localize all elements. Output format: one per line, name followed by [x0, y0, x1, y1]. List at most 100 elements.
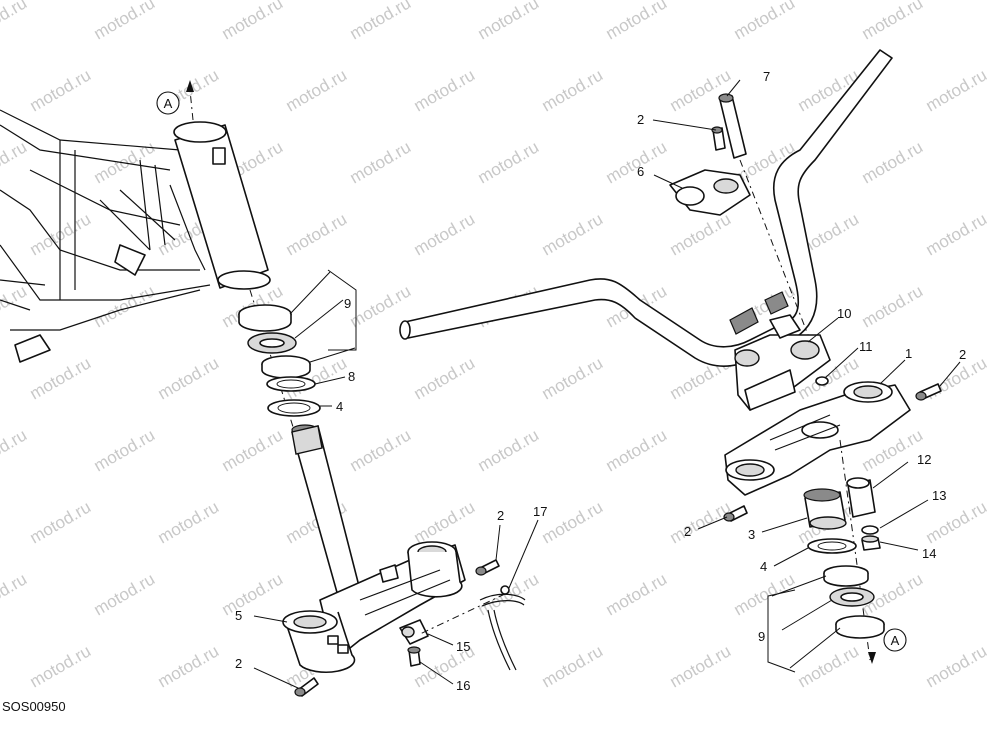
watermark-text: motod.ru — [795, 641, 863, 691]
steering-stem — [291, 424, 361, 597]
callout-2-top: 2 — [637, 112, 644, 127]
washer — [815, 376, 829, 386]
watermark-text: motod.ru — [667, 497, 735, 547]
callout-5: 5 — [235, 608, 242, 623]
watermark-text: motod.ru — [283, 65, 351, 115]
watermark-text: motod.ru — [859, 137, 927, 187]
bolt-lower-clamp — [475, 559, 500, 576]
watermark-text: motod.ru — [923, 641, 991, 691]
callout-2-right: 2 — [959, 347, 966, 362]
leader-lines — [253, 79, 961, 689]
bolt-lower-right — [723, 505, 748, 522]
watermark-text: motod.ru — [219, 569, 287, 619]
watermark-text: motod.ru — [923, 497, 991, 547]
reference-marker-a-bottom: A — [868, 628, 907, 664]
watermark-text: motod.ru — [411, 353, 479, 403]
watermark-text: motod.ru — [603, 137, 671, 187]
callout-17: 17 — [533, 504, 547, 519]
upper-triple-clamp — [724, 381, 911, 496]
watermark-text: motod.ru — [859, 0, 927, 43]
watermark-text: motod.ru — [603, 569, 671, 619]
callout-7: 7 — [763, 69, 770, 84]
watermark-text: motod.ru — [539, 497, 607, 547]
steering-axis-right — [839, 439, 871, 661]
callout-16: 16 — [456, 678, 470, 693]
watermark-text: motod.ru — [411, 65, 479, 115]
callout-2-lower-right: 2 — [684, 524, 691, 539]
watermark-text: motod.ru — [347, 0, 415, 43]
reference-marker-a-top: A — [156, 80, 194, 121]
watermark-text: motod.ru — [27, 65, 95, 115]
callout-4-left: 4 — [336, 399, 343, 414]
watermark-text: motod.ru — [539, 641, 607, 691]
watermark-text: motod.ru — [91, 569, 159, 619]
frame-assembly — [0, 109, 271, 363]
watermark-text: motod.ru — [0, 137, 30, 187]
watermark-text: motod.ru — [347, 425, 415, 475]
callout-2-clamp: 2 — [497, 508, 504, 523]
callout-9-left: 9 — [344, 296, 351, 311]
callout-6: 6 — [637, 164, 644, 179]
watermark-text: motod.ru — [539, 353, 607, 403]
callout-1: 1 — [905, 346, 912, 361]
watermark-text: motod.ru — [603, 0, 671, 43]
callout-11: 11 — [859, 339, 873, 354]
watermark-text: motod.ru — [539, 65, 607, 115]
dust-ring — [267, 399, 321, 417]
watermark-text: motod.ru — [27, 497, 95, 547]
bushing-washer — [861, 525, 879, 535]
watermark-text: motod.ru — [411, 497, 479, 547]
seal-ring — [266, 376, 316, 392]
reference-label-a-bottom: A — [891, 633, 900, 648]
bolt-upper-right — [915, 383, 942, 401]
callout-14: 14 — [922, 546, 936, 561]
watermark-text: motod.ru — [475, 425, 543, 475]
callout-15: 15 — [456, 639, 470, 654]
rubber-bushing-large — [803, 488, 847, 530]
watermark-text: motod.ru — [91, 425, 159, 475]
callout-2-lower-left: 2 — [235, 656, 242, 671]
handlebar-lower-clamp — [734, 314, 831, 411]
watermark-text: motod.ru — [219, 425, 287, 475]
watermark-text: motod.ru — [475, 137, 543, 187]
watermark-text: motod.ru — [155, 353, 223, 403]
reference-label-a: A — [164, 96, 173, 111]
watermark-text: motod.ru — [0, 425, 30, 475]
watermark-text: motod.ru — [859, 281, 927, 331]
callout-13: 13 — [932, 488, 946, 503]
watermark-text: motod.ru — [155, 641, 223, 691]
drawing-code: SOS00950 — [2, 699, 66, 714]
watermark-text: motod.ru — [923, 209, 991, 259]
watermark-text: motod.ru — [603, 425, 671, 475]
watermark-text: motod.ru — [923, 353, 991, 403]
watermark-text: motod.ru — [0, 281, 30, 331]
callout-9-right: 9 — [758, 629, 765, 644]
watermark-text: motod.ru — [27, 353, 95, 403]
rubber-bushing-small — [846, 477, 876, 518]
upper-bearing-set-left — [238, 304, 311, 379]
callout-8: 8 — [348, 369, 355, 384]
watermark-text: motod.ru — [667, 209, 735, 259]
callout-12: 12 — [917, 452, 931, 467]
handlebar-upper-clamp — [669, 93, 811, 341]
watermark-text: motod.ru — [27, 641, 95, 691]
dust-ring-right — [807, 538, 857, 554]
lower-triple-clamp — [282, 541, 466, 673]
bolt-lower-left — [294, 677, 319, 697]
lower-bearing-set-right — [823, 565, 885, 639]
callout-3: 3 — [748, 527, 755, 542]
watermark-text: motod.ru — [411, 209, 479, 259]
callout-10: 10 — [837, 306, 851, 321]
watermark-text: motod.ru — [91, 0, 159, 43]
handlebar — [399, 49, 893, 368]
watermark-text: motod.ru — [283, 209, 351, 259]
bushing-nut — [861, 535, 881, 551]
watermark-text: motod.ru — [923, 65, 991, 115]
callout-4-right: 4 — [760, 559, 767, 574]
callout-labels: 9 8 4 5 2 2 17 15 16 2 7 6 10 11 1 2 12 … — [235, 69, 966, 693]
watermark-text: motod.ru — [347, 137, 415, 187]
watermark-text: motod.ru — [0, 569, 30, 619]
cable-clip-assembly — [399, 585, 526, 671]
watermark-text: motod.ru — [475, 0, 543, 43]
